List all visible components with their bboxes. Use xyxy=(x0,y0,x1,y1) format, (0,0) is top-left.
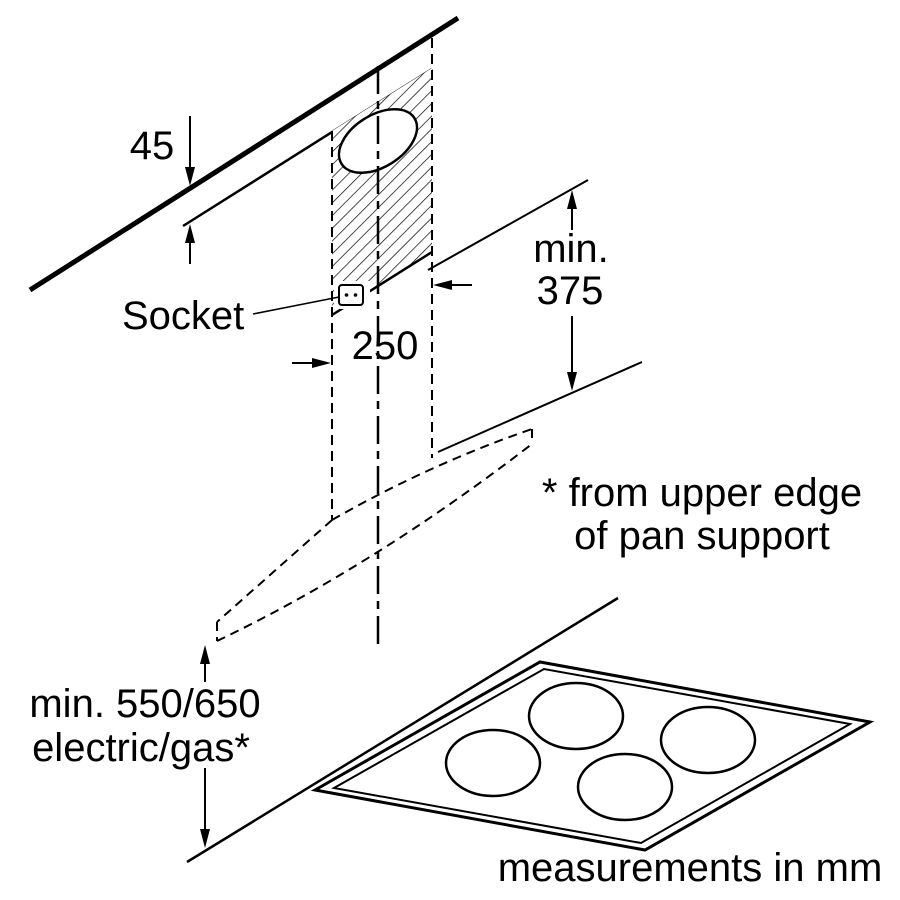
mounting-plate-hatched xyxy=(332,68,432,315)
arrowhead-550-down xyxy=(200,829,210,848)
burner-back-left xyxy=(527,681,625,751)
arrowhead-250-right xyxy=(312,358,331,368)
hob-level-line xyxy=(186,596,619,864)
ref-line-375-top xyxy=(427,179,589,271)
socket-leader-line xyxy=(252,296,340,315)
burner-front-left xyxy=(444,728,542,798)
canopy-top-right-edge xyxy=(331,428,533,521)
hood-canopy-outline xyxy=(216,428,533,642)
label-electric-gas: electric/gas* xyxy=(32,726,250,770)
socket-pin-left xyxy=(344,293,349,297)
dimension-45 xyxy=(185,116,195,264)
wall-top-line xyxy=(28,15,460,293)
label-footnote-line1: * from upper edge xyxy=(542,471,862,515)
socket-icon xyxy=(334,281,370,309)
socket-pin-right xyxy=(353,293,358,297)
label-dim-375-min: min. xyxy=(533,227,609,271)
label-dim-45: 45 xyxy=(130,124,175,168)
socket-body xyxy=(338,284,364,306)
arrowhead-45-up xyxy=(185,224,195,243)
dimension-250 xyxy=(292,280,472,368)
ref-line-375-bottom xyxy=(437,361,643,453)
burner-back-right xyxy=(659,705,757,775)
arrowhead-375-up xyxy=(567,190,577,209)
hob-inner-frame xyxy=(331,667,853,845)
arrowhead-375-down xyxy=(567,372,577,391)
label-units-note: measurements in mm xyxy=(498,846,883,890)
hob-outer-frame xyxy=(310,660,875,852)
label-socket: Socket xyxy=(122,294,244,338)
label-dim-250: 250 xyxy=(352,324,419,368)
label-dim-375-value: 375 xyxy=(537,269,604,313)
canopy-top-left-edge xyxy=(216,519,333,623)
arrowhead-250-left xyxy=(433,280,452,290)
arrowhead-550-up xyxy=(200,645,210,664)
dimension-375 xyxy=(567,190,577,391)
hob xyxy=(310,660,875,852)
canopy-bottom-edge xyxy=(216,443,533,642)
burner-front-right xyxy=(576,752,674,822)
dimension-550-650 xyxy=(200,645,210,848)
label-dim-550-650: min. 550/650 xyxy=(29,682,260,726)
label-footnote-line2: of pan support xyxy=(574,514,830,558)
arrowhead-45-down xyxy=(185,167,195,186)
